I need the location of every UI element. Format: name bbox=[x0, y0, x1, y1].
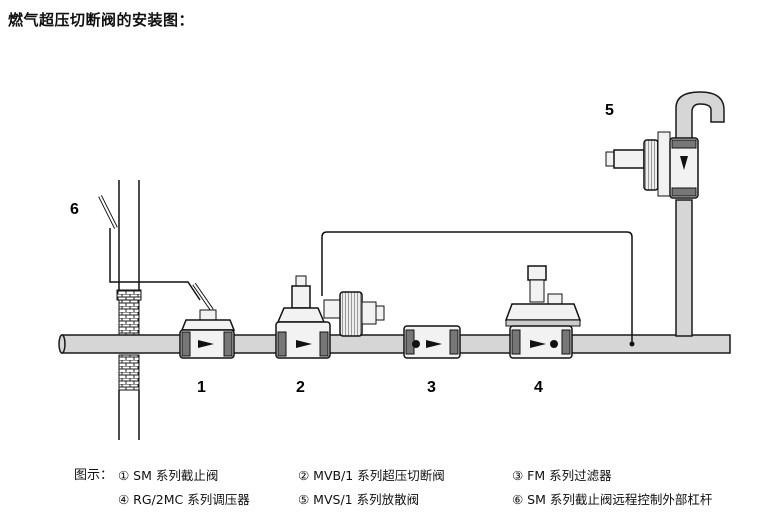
legend-item-5: ⑤ MVS/1 系列放散阀 bbox=[298, 492, 420, 507]
legend-heading: 图示： bbox=[74, 468, 114, 483]
legend-item-4: ④ RG/2MC 系列调压器 bbox=[118, 492, 250, 507]
sm-shutoff-valve bbox=[179, 309, 236, 359]
remote-lever bbox=[98, 195, 214, 312]
rg2mc-regulator bbox=[504, 265, 582, 359]
label-1: 1 bbox=[197, 379, 206, 396]
legend-item-1: ① SM 系列截止阀 bbox=[118, 468, 219, 483]
impulse-line bbox=[321, 231, 635, 347]
label-3: 3 bbox=[427, 379, 436, 396]
fm-filter bbox=[403, 325, 461, 359]
legend-item-2: ② MVB/1 系列超压切断阀 bbox=[298, 468, 445, 483]
riser-pipe bbox=[675, 91, 725, 337]
label-2: 2 bbox=[296, 379, 305, 396]
mvb1-cutoff-valve bbox=[275, 275, 385, 359]
legend-item-3: ③ FM 系列过滤器 bbox=[512, 468, 612, 483]
vertical-wall-pipe bbox=[116, 180, 142, 440]
label-5: 5 bbox=[605, 102, 614, 119]
label-6: 6 bbox=[70, 201, 79, 218]
diagram-title: 燃气超压切断阀的安装图： bbox=[8, 11, 195, 29]
mvs1-relief-valve bbox=[605, 131, 699, 199]
legend-item-6: ⑥ SM 系列截止阀远程控制外部杠杆 bbox=[512, 492, 713, 507]
main-gas-pipe bbox=[58, 334, 731, 354]
label-4: 4 bbox=[534, 379, 543, 396]
